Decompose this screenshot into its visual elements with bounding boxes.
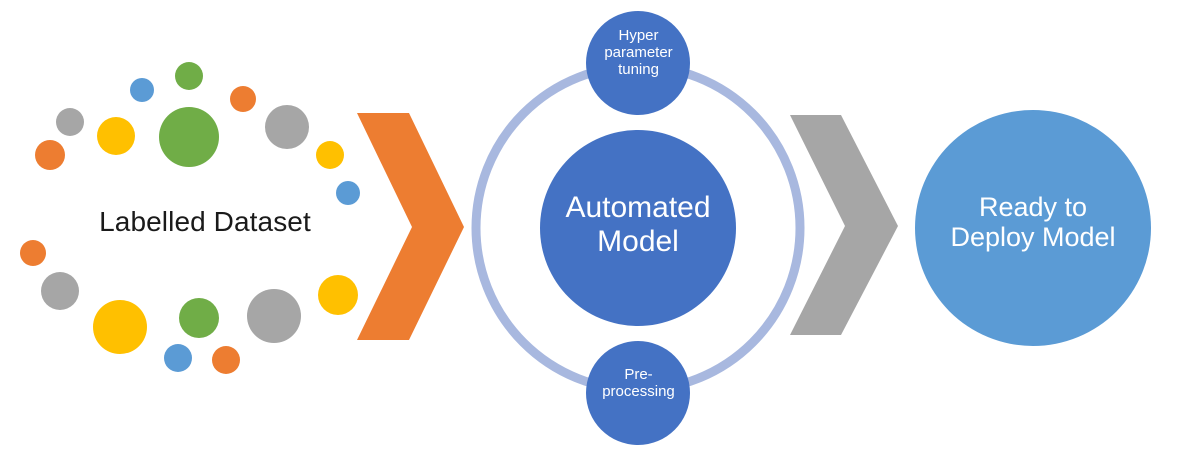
dataset-dot — [316, 141, 344, 169]
pre-processing-bubble — [586, 341, 690, 445]
dataset-dot — [318, 275, 358, 315]
dataset-dot — [336, 181, 360, 205]
dataset-dot — [164, 344, 192, 372]
labelled-dataset-dot-cluster — [20, 62, 360, 374]
dataset-dot — [265, 105, 309, 149]
dataset-dot — [93, 300, 147, 354]
chevron-right-icon-orange — [357, 113, 464, 340]
automated-model-circle — [540, 130, 736, 326]
dataset-dot — [130, 78, 154, 102]
dataset-dot — [20, 240, 46, 266]
dataset-dot — [212, 346, 240, 374]
dataset-dot — [35, 140, 65, 170]
dataset-dot — [230, 86, 256, 112]
dataset-dot — [159, 107, 219, 167]
dataset-dot — [97, 117, 135, 155]
dataset-dot — [179, 298, 219, 338]
hyperparameter-tuning-bubble — [586, 11, 690, 115]
dataset-dot — [56, 108, 84, 136]
dataset-dot — [247, 289, 301, 343]
dataset-dot — [41, 272, 79, 310]
ready-to-deploy-circle — [915, 110, 1151, 346]
dataset-dot — [175, 62, 203, 90]
chevron-right-icon-gray — [790, 115, 898, 335]
